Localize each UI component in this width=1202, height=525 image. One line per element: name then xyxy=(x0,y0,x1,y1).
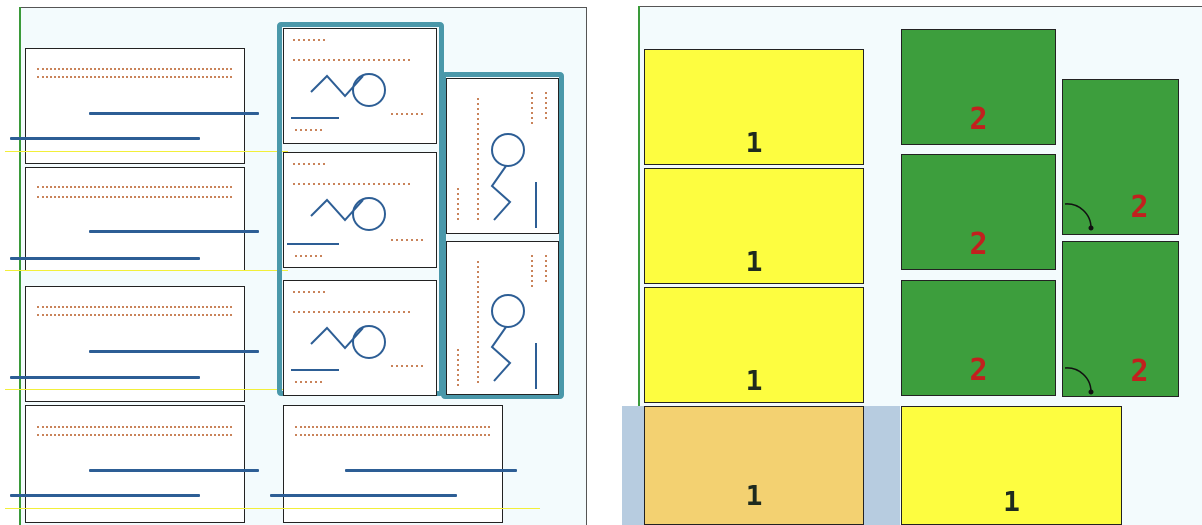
figure-drawing-vertical-1 xyxy=(457,92,547,228)
tool-path-line xyxy=(10,137,200,140)
green-part-3[interactable]: 2 xyxy=(901,280,1056,396)
figure-drawing-2 xyxy=(287,163,423,257)
part-count-label: 1 xyxy=(745,479,763,512)
part-rect-1[interactable] xyxy=(25,48,245,164)
figure-drawing-1 xyxy=(291,39,423,131)
figure-part-3[interactable] xyxy=(283,280,437,396)
part-count-label: 1 xyxy=(745,364,763,397)
left-panel-green-edge xyxy=(19,7,21,525)
dotted-row xyxy=(37,306,232,308)
dotted-row xyxy=(37,76,232,78)
tool-path-line xyxy=(10,494,200,497)
dotted-row xyxy=(37,68,232,70)
part-rect-5[interactable] xyxy=(283,405,503,523)
part-count-label: 1 xyxy=(745,126,763,159)
part-count-label: 2 xyxy=(1130,190,1149,225)
part-count-label: 2 xyxy=(1130,354,1149,389)
figure-drawing-vertical-2 xyxy=(457,255,547,389)
rotation-arc-icon xyxy=(1064,203,1094,231)
tool-path-line xyxy=(89,112,259,115)
tool-path-line xyxy=(345,469,517,472)
guide-line xyxy=(5,389,288,390)
tool-path-line xyxy=(89,230,259,233)
dotted-row xyxy=(37,186,232,188)
right-panel-green-edge xyxy=(638,6,640,525)
dotted-row xyxy=(37,426,232,428)
dotted-row xyxy=(37,196,232,198)
green-part-2[interactable]: 2 xyxy=(901,154,1056,270)
part-count-label: 2 xyxy=(969,227,988,262)
yellow-part-1[interactable]: 1 xyxy=(644,49,864,165)
figure-part-2[interactable] xyxy=(283,152,437,268)
rotation-arc-icon xyxy=(1064,367,1094,395)
figure-drawing-3 xyxy=(291,291,423,383)
part-rect-2[interactable] xyxy=(25,167,245,271)
green-part-1[interactable]: 2 xyxy=(901,29,1056,145)
figure-part-vertical-2[interactable] xyxy=(446,241,559,395)
guide-line xyxy=(5,151,288,152)
green-part-vertical-1[interactable]: 2 xyxy=(1062,79,1179,235)
tool-path-line xyxy=(89,350,259,353)
guide-line xyxy=(5,270,288,271)
green-part-vertical-2[interactable]: 2 xyxy=(1062,241,1179,397)
figure-part-vertical-1[interactable] xyxy=(446,78,559,234)
part-count-label: 1 xyxy=(1003,485,1020,518)
tool-path-line xyxy=(10,376,200,379)
part-count-label: 2 xyxy=(969,102,988,137)
orange-part[interactable]: 1 xyxy=(644,406,864,525)
part-rect-3[interactable] xyxy=(25,286,245,402)
part-count-label: 2 xyxy=(969,353,988,388)
yellow-part-2[interactable]: 1 xyxy=(644,168,864,284)
yellow-part-3[interactable]: 1 xyxy=(644,287,864,403)
part-count-label: 1 xyxy=(745,245,763,278)
yellow-part-4[interactable]: 1 xyxy=(901,406,1122,525)
guide-line xyxy=(5,508,540,509)
part-group-outline[interactable] xyxy=(441,72,564,399)
part-rect-4[interactable] xyxy=(25,405,245,523)
dotted-row xyxy=(295,426,490,428)
tool-path-line xyxy=(270,494,457,497)
dotted-row xyxy=(37,314,232,316)
figure-part-1[interactable] xyxy=(283,28,437,144)
tool-path-line xyxy=(89,469,259,472)
dotted-row xyxy=(37,434,232,436)
tool-path-line xyxy=(10,257,200,260)
dotted-row xyxy=(295,434,490,436)
